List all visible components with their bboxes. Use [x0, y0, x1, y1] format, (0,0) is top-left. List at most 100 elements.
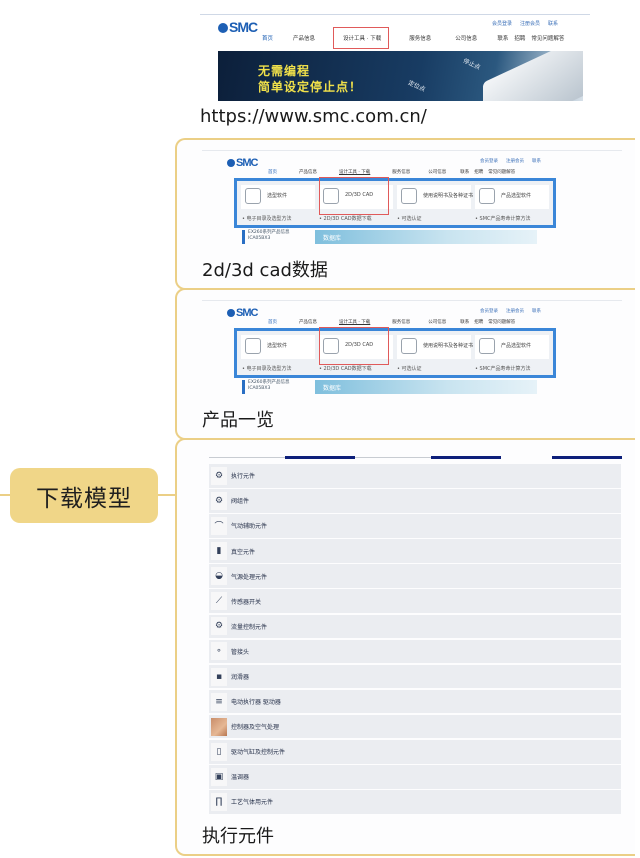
category-tab[interactable] — [552, 456, 622, 459]
topic-actuators[interactable]: ⚙执行元件 ⚙阀组件 ⌒气动辅助元件 ▮真空元件 ◒气源处理元件 ⟋传感器开关 … — [175, 438, 635, 856]
menu-sub-link[interactable]: • 可选认证 — [397, 366, 422, 372]
nav-faq[interactable]: 常见问题解答 — [531, 36, 565, 42]
nav-home[interactable]: 首页 — [262, 36, 274, 42]
nav-design-tools[interactable]: 设计工具 · 下载 — [339, 320, 371, 325]
nav-design-tools[interactable]: 设计工具 · 下载 — [343, 36, 382, 42]
menu-card[interactable]: 2D/3D CAD — [319, 185, 393, 209]
menu-card[interactable]: 产品选型软件 — [475, 335, 549, 359]
menu-sub-link[interactable]: • 2D/3D CAD数据下载 — [319, 366, 372, 372]
actuator-icon: ⚙ — [211, 466, 227, 485]
category-row[interactable]: ⚙阀组件 — [209, 489, 621, 513]
category-row[interactable]: ∏ 工艺气体用元件 — [209, 790, 621, 814]
top-link[interactable]: 注册会员 — [506, 309, 524, 314]
category-label: 控制器及空气处理 — [231, 724, 280, 732]
menu-sub-link[interactable]: • SMC产品寿命计算方法 — [475, 366, 531, 372]
root-node[interactable]: 下载模型 — [10, 468, 158, 523]
cad-card-highlight-box — [319, 177, 389, 215]
root-node-label: 下载模型 — [36, 485, 132, 512]
nav-service[interactable]: 服务信息 — [392, 170, 411, 175]
menu-sub-link[interactable]: • 2D/3D CAD数据下载 — [319, 216, 372, 222]
category-row[interactable]: ◒气源处理元件 — [209, 564, 621, 588]
nav-faq[interactable]: 常见问题解答 — [488, 320, 516, 325]
category-tabs — [209, 456, 624, 460]
nav-jobs[interactable]: 招聘 — [474, 320, 484, 325]
selection-software-icon — [245, 188, 261, 204]
nav-contact[interactable]: 联系 — [497, 36, 509, 42]
main-nav: 首页 产品信息 设计工具 · 下载 服务信息 公司信息 联系 招聘 常见问题解答 — [268, 169, 515, 175]
nav-products[interactable]: 产品信息 — [293, 36, 316, 42]
menu-sub-link[interactable]: • 可选认证 — [397, 216, 422, 222]
air-prep-icon: ◒ — [211, 567, 227, 586]
category-row[interactable]: ▮真空元件 — [209, 539, 621, 563]
category-label: 执行元件 — [231, 473, 256, 481]
category-row[interactable]: ⚙流量控制元件 — [209, 614, 621, 639]
lubricator-icon: ▪ — [211, 667, 227, 686]
category-row[interactable]: ⚙ 执行元件 — [209, 464, 621, 488]
topic-caption-url[interactable]: https://www.smc.com.cn/ — [200, 106, 427, 127]
process-gas-icon: ∏ — [211, 792, 227, 811]
category-row[interactable]: ⟋传感器开关 — [209, 589, 621, 613]
nav-products[interactable]: 产品信息 — [299, 170, 317, 175]
menu-card[interactable]: 2D/3D CAD — [319, 335, 393, 359]
menu-card-label: 2D/3D CAD — [345, 342, 374, 348]
nav-jobs[interactable]: 招聘 — [514, 36, 526, 42]
smc-homepage-screenshot: SMC 会员登录 注册会员 联系 首页 产品信息 设计工具 · 下载 服务信息 … — [200, 14, 590, 101]
notice-line: ICA05BX3 — [248, 236, 271, 241]
category-row[interactable]: ⌒气动辅助元件 — [209, 514, 621, 538]
top-link[interactable]: 注册会员 — [520, 21, 541, 27]
top-link[interactable]: 联系 — [548, 21, 559, 27]
nav-company[interactable]: 公司信息 — [455, 36, 478, 42]
manual-icon — [401, 338, 417, 354]
product-software-icon — [479, 188, 495, 204]
category-row[interactable]: ▪润滑器 — [209, 664, 621, 689]
menu-card[interactable]: 选型软件 — [241, 335, 315, 359]
topic-product-list[interactable]: SMC 会员登录 注册会员 联系 首页 产品信息 设计工具 · 下载 服务信息 … — [175, 288, 635, 440]
selection-software-icon — [245, 338, 261, 354]
category-row[interactable]: ▣ 温调器 — [209, 765, 621, 789]
nav-home[interactable]: 首页 — [268, 320, 277, 325]
top-link[interactable]: 会员登录 — [480, 309, 498, 314]
menu-sub-link[interactable]: • SMC产品寿命计算方法 — [475, 216, 531, 222]
nav-service[interactable]: 服务信息 — [392, 320, 411, 325]
category-row[interactable]: 控制器及空气处理 — [209, 714, 621, 739]
category-label: 温调器 — [231, 774, 250, 782]
electric-actuator-icon: ≡ — [211, 692, 227, 711]
top-link[interactable]: 会员登录 — [480, 159, 498, 164]
nav-products[interactable]: 产品信息 — [299, 320, 317, 325]
cad-card-highlight-box — [319, 327, 389, 365]
menu-card[interactable]: 使用说明书及各种证书 — [397, 185, 473, 209]
category-row[interactable]: ▯驱动气缸及控制元件 — [209, 740, 621, 764]
nav-design-tools[interactable]: 设计工具 · 下载 — [339, 170, 371, 175]
header-divider — [202, 150, 622, 151]
nav-contact[interactable]: 联系 — [460, 170, 470, 175]
nav-company[interactable]: 公司信息 — [428, 170, 447, 175]
menu-sub-link[interactable]: • 电子目录及选型方法 — [242, 216, 292, 222]
category-row[interactable]: ∘管接头 — [209, 639, 621, 664]
nav-faq[interactable]: 常见问题解答 — [488, 170, 516, 175]
product-menu-screenshot: SMC 会员登录 注册会员 联系 首页 产品信息 设计工具 · 下载 服务信息 … — [202, 300, 632, 394]
menu-card[interactable]: 选型软件 — [241, 185, 315, 209]
header-divider — [202, 300, 622, 301]
category-label: 工艺气体用元件 — [231, 799, 274, 807]
category-row[interactable]: ≡电动执行器 驱动器 — [209, 689, 621, 714]
category-tab[interactable] — [431, 456, 501, 459]
top-links: 会员登录 注册会员 联系 — [480, 158, 541, 164]
top-link[interactable]: 联系 — [532, 309, 541, 314]
top-link[interactable]: 联系 — [532, 159, 541, 164]
menu-sub-link[interactable]: • 电子目录及选型方法 — [242, 366, 292, 372]
topic-caption: 产品一览 — [202, 410, 274, 431]
category-label: 阀组件 — [231, 498, 250, 506]
chiller-icon: ▣ — [211, 767, 227, 786]
root-connector-right — [158, 494, 176, 496]
top-link[interactable]: 会员登录 — [492, 21, 513, 27]
category-tab[interactable] — [285, 456, 355, 459]
top-link[interactable]: 注册会员 — [506, 159, 524, 164]
nav-service[interactable]: 服务信息 — [409, 36, 432, 42]
nav-jobs[interactable]: 招聘 — [474, 170, 484, 175]
topic-cad-data[interactable]: SMC 会员登录 注册会员 联系 首页 产品信息 设计工具 · 下载 服务信息 … — [175, 138, 635, 290]
menu-card[interactable]: 产品选型软件 — [475, 185, 549, 209]
nav-home[interactable]: 首页 — [268, 170, 277, 175]
nav-company[interactable]: 公司信息 — [428, 320, 447, 325]
menu-card[interactable]: 使用说明书及各种证书 — [397, 335, 473, 359]
nav-contact[interactable]: 联系 — [460, 320, 470, 325]
